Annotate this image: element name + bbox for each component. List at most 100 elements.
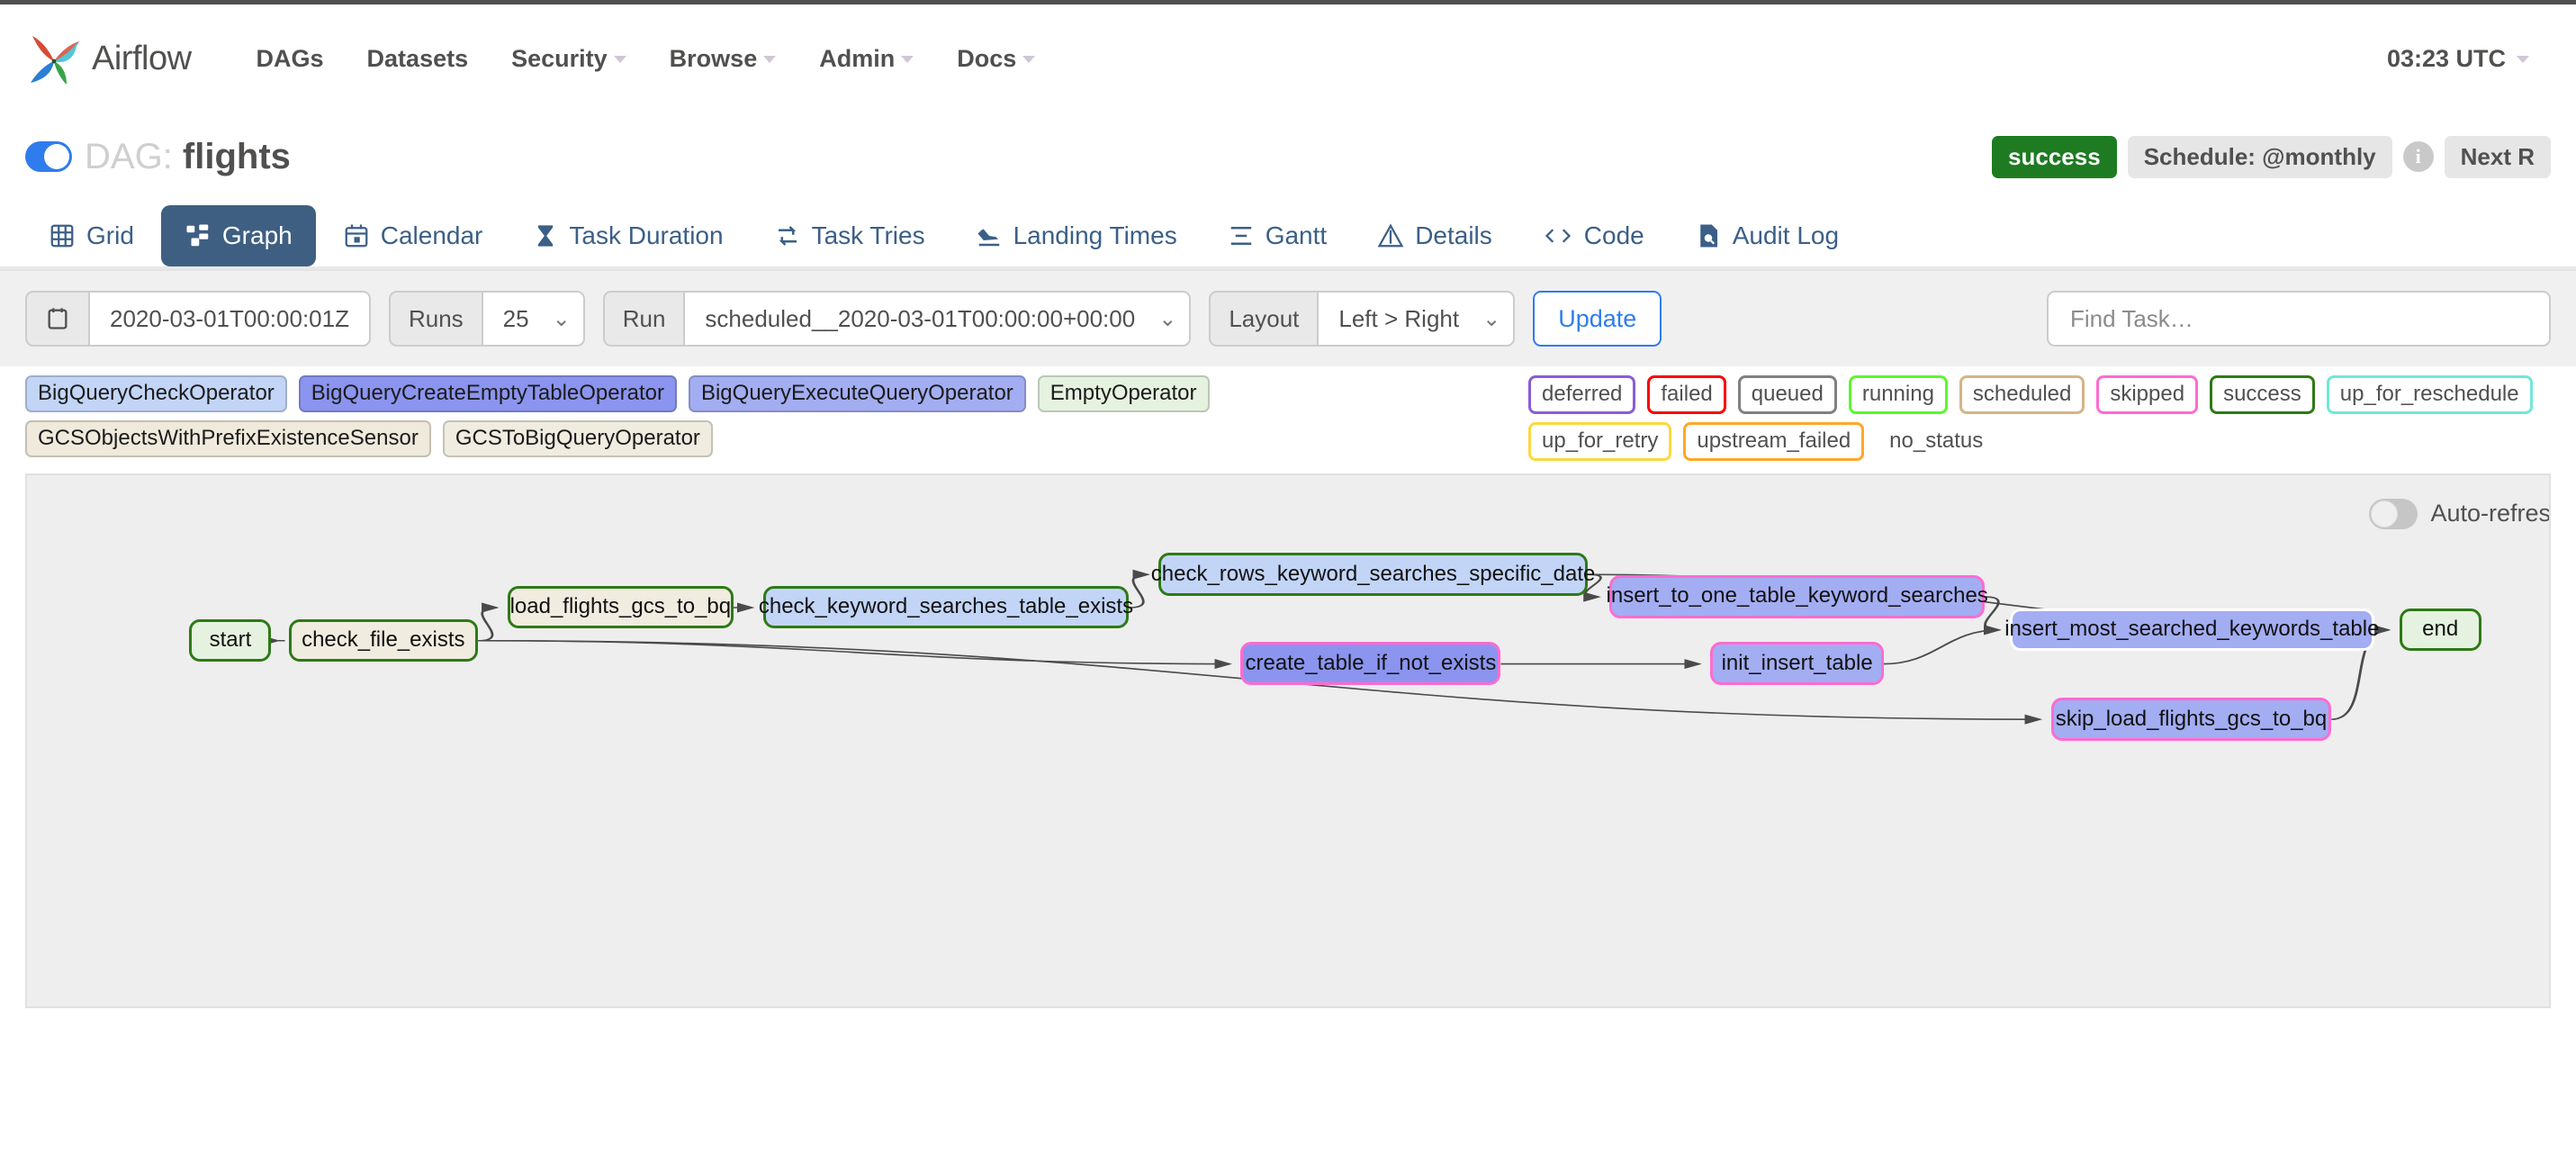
layout-group: Layout Left > Right ⌄ — [1209, 291, 1516, 347]
auto-refresh-toggle[interactable] — [2369, 498, 2418, 529]
nav-item-docs[interactable]: Docs — [935, 36, 1057, 82]
run-group: Run scheduled__2020-03-01T00:00:00+00:00… — [602, 291, 1192, 347]
layout-label: Layout — [1209, 291, 1320, 347]
toggle-knob — [44, 144, 69, 169]
graph-node[interactable]: check_keyword_searches_table_exists — [759, 585, 1133, 629]
graph-node[interactable]: insert_most_searched_keywords_table — [2004, 608, 2379, 652]
graph-node[interactable]: create_table_if_not_exists — [1240, 642, 1501, 685]
schedule-badge: Schedule: @monthly — [2127, 135, 2392, 178]
chevron-down-icon[interactable] — [2517, 55, 2529, 63]
tab-label: Gantt — [1265, 221, 1328, 249]
page-title: DAG: flights — [85, 137, 291, 177]
graph-node[interactable]: insert_to_one_table_keyword_searches — [1607, 574, 1988, 618]
calendar-icon — [343, 222, 370, 249]
operator-chip[interactable]: BigQueryCheckOperator — [25, 375, 287, 412]
graph-node[interactable]: check_file_exists — [288, 618, 478, 663]
graph-filter-bar: 2020-03-01T00:00:01Z Runs 25 ⌄ Run sched… — [0, 269, 2576, 366]
dag-header-badges: success Schedule: @monthly i Next R — [1992, 135, 2551, 178]
brand-home-link[interactable]: Airflow — [25, 31, 192, 88]
status-badge: success — [1992, 135, 2117, 178]
graph-edge — [1883, 624, 2002, 664]
runs-select[interactable]: 25 ⌄ — [482, 291, 585, 347]
retry-icon — [774, 222, 801, 249]
brand-name: Airflow — [92, 40, 192, 77]
tab-label: Audit Log — [1732, 221, 1840, 249]
top-navbar: Airflow DAGs Datasets Security Browse Ad… — [0, 0, 2576, 113]
tab-gantt[interactable]: Gantt — [1204, 205, 1350, 266]
graph-node[interactable]: init_insert_table — [1710, 642, 1884, 685]
operator-chip[interactable]: GCSObjectsWithPrefixExistenceSensor — [25, 419, 431, 457]
tab-calendar[interactable]: Calendar — [320, 205, 507, 266]
find-task-input[interactable] — [2068, 303, 2529, 334]
layout-value: Left > Right — [1338, 304, 1460, 332]
update-button[interactable]: Update — [1533, 291, 1662, 347]
triangle-alert-icon — [1377, 222, 1404, 249]
tab-task-tries[interactable]: Task Tries — [751, 205, 949, 266]
tab-label: Details — [1415, 221, 1492, 249]
code-icon — [1543, 222, 1573, 249]
status-chip[interactable]: queued — [1737, 375, 1837, 414]
layout-select[interactable]: Left > Right ⌄ — [1319, 291, 1516, 347]
airflow-logo-icon — [25, 31, 83, 88]
graph-node[interactable]: check_rows_keyword_searches_specific_dat… — [1151, 553, 1595, 596]
status-chip[interactable]: failed — [1647, 375, 1726, 414]
run-select[interactable]: scheduled__2020-03-01T00:00:00+00:00 ⌄ — [685, 291, 1192, 347]
utc-clock[interactable]: 03:23 UTC — [2386, 45, 2506, 72]
runs-value: 25 — [502, 304, 529, 332]
operator-chip[interactable]: BigQueryCreateEmptyTableOperator — [298, 375, 677, 412]
status-legend: deferred failed queued running scheduled… — [1528, 375, 2551, 461]
tab-label: Task Duration — [569, 221, 724, 249]
nav-item-browse[interactable]: Browse — [648, 36, 798, 82]
operator-chip[interactable]: BigQueryExecuteQueryOperator — [688, 375, 1026, 412]
navbar-right: 03:23 UTC — [2387, 45, 2545, 73]
tab-label: Graph — [221, 221, 293, 249]
status-chip[interactable]: no_status — [1876, 421, 1997, 461]
nav-item-admin[interactable]: Admin — [797, 36, 935, 82]
status-chip[interactable]: upstream_failed — [1683, 421, 1865, 461]
tab-details[interactable]: Details — [1354, 205, 1516, 266]
tab-graph[interactable]: Graph — [160, 205, 316, 266]
chevron-down-icon — [1022, 55, 1036, 63]
dag-graph-canvas[interactable]: Auto-refres start check_file_exists load_f… — [25, 473, 2551, 1008]
hourglass-icon — [533, 222, 558, 249]
execution-date-input[interactable]: 2020-03-01T00:00:01Z — [90, 291, 371, 347]
status-chip[interactable]: success — [2210, 375, 2315, 414]
find-task-field[interactable] — [2047, 291, 2551, 347]
status-chip[interactable]: deferred — [1528, 375, 1636, 414]
nav-item-security[interactable]: Security — [490, 36, 648, 82]
tab-grid[interactable]: Grid — [25, 205, 158, 266]
auto-refresh-control[interactable]: Auto-refres — [2369, 498, 2551, 529]
graph-node[interactable]: load_flights_gcs_to_bq — [508, 585, 734, 629]
graph-node[interactable]: skip_load_flights_gcs_to_bq — [2050, 697, 2332, 741]
status-chip[interactable]: up_for_retry — [1528, 421, 1672, 461]
tab-landing-times[interactable]: Landing Times — [952, 205, 1201, 266]
status-chip[interactable]: skipped — [2096, 375, 2199, 414]
gantt-icon — [1228, 222, 1255, 249]
tab-task-duration[interactable]: Task Duration — [509, 205, 746, 266]
tab-label: Landing Times — [1013, 221, 1177, 249]
dag-pause-toggle[interactable] — [25, 141, 72, 172]
tab-code[interactable]: Code — [1519, 205, 1668, 266]
operator-chip[interactable]: EmptyOperator — [1037, 375, 1210, 412]
graph-node[interactable]: end — [2399, 608, 2481, 652]
status-chip[interactable]: running — [1848, 375, 1948, 414]
calendar-icon[interactable] — [25, 291, 90, 347]
dag-title-prefix: DAG: — [85, 136, 183, 176]
legend-row: BigQueryCheckOperator BigQueryCreateEmpt… — [0, 366, 2576, 468]
nav-item-dags[interactable]: DAGs — [256, 45, 324, 72]
info-icon[interactable]: i — [2402, 141, 2434, 172]
auto-refresh-label: Auto-refres — [2430, 500, 2551, 527]
status-chip[interactable]: up_for_reschedule — [2326, 375, 2533, 414]
tab-label: Calendar — [380, 221, 483, 249]
nav-item-datasets[interactable]: Datasets — [366, 45, 469, 72]
tab-audit-log[interactable]: Audit Log — [1671, 205, 1862, 266]
operator-chip[interactable]: GCSToBigQueryOperator — [442, 419, 713, 457]
status-chip[interactable]: scheduled — [1959, 375, 2085, 414]
main-nav: DAGs Datasets Security Browse Admin Docs — [235, 36, 1058, 82]
graph-node[interactable]: start — [189, 618, 272, 663]
chevron-down-icon — [901, 55, 914, 63]
chevron-down-icon: ⌄ — [552, 306, 571, 331]
run-label: Run — [602, 291, 686, 347]
tab-label: Code — [1583, 221, 1644, 249]
plane-landing-icon — [976, 222, 1003, 249]
